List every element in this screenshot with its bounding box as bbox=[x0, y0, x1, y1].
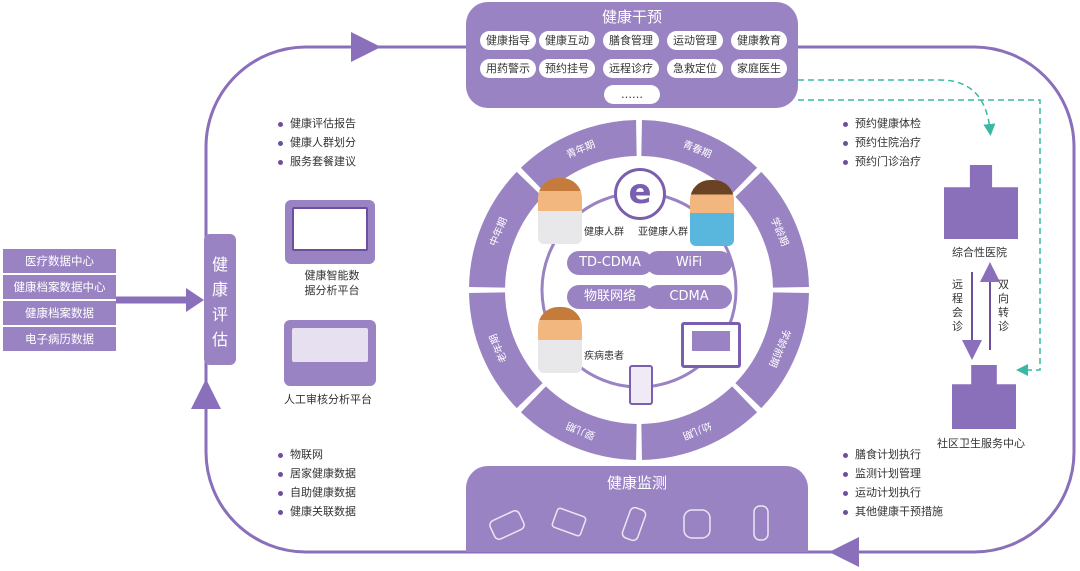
analysis-monitor-icon bbox=[285, 200, 375, 264]
ring-segment bbox=[520, 120, 637, 194]
intervention-title: 健康干预 bbox=[601, 8, 662, 26]
e-health-logo: e bbox=[614, 168, 666, 220]
data-source-item: 电子病历数据 bbox=[3, 327, 116, 351]
ring-segment bbox=[469, 292, 543, 409]
monitoring-title: 健康监测 bbox=[606, 474, 667, 492]
intervention-item: 预约挂号 bbox=[539, 59, 595, 78]
subhealthy-label: 亚健康人群 bbox=[638, 227, 688, 238]
intervention-item: 运动管理 bbox=[667, 31, 723, 50]
assessment-output-list: 健康评估报告健康人群划分服务套餐建议 bbox=[278, 114, 356, 171]
ring-segment bbox=[520, 386, 637, 460]
monitoring-source-list: 物联网居家健康数据自助健康数据健康关联数据 bbox=[278, 445, 356, 521]
patient-label: 疾病患者 bbox=[584, 351, 624, 362]
teal-dashed-arrow-2 bbox=[798, 99, 1041, 376]
community-center-label: 社区卫生服务中心 bbox=[937, 437, 1025, 450]
analysis-platform-label: 健康智能数据分析平台 bbox=[304, 269, 360, 297]
plan-execution-list: 膳食计划执行监测计划管理运动计划执行其他健康干预措施 bbox=[843, 445, 943, 521]
list-item: 预约住院治疗 bbox=[843, 133, 921, 152]
manual-platform-label: 人工审核分析平台 bbox=[284, 393, 372, 406]
intervention-item: 家庭医生 bbox=[731, 59, 787, 78]
appointment-list: 预约健康体检预约住院治疗预约门诊治疗 bbox=[843, 114, 921, 171]
teal-dashed-arrow-1 bbox=[798, 79, 996, 136]
list-item: 其他健康干预措施 bbox=[843, 502, 943, 521]
intervention-item: 健康互动 bbox=[539, 31, 595, 50]
ring-segment bbox=[735, 171, 809, 288]
list-item: 物联网 bbox=[278, 445, 356, 464]
data-source-item: 医疗数据中心 bbox=[3, 249, 116, 273]
intervention-item: 膳食管理 bbox=[603, 31, 659, 50]
intervention-item: …… bbox=[604, 85, 660, 104]
intervention-item: 健康指导 bbox=[480, 31, 536, 50]
intervention-item: 健康教育 bbox=[731, 31, 787, 50]
manual-review-icon bbox=[284, 320, 376, 386]
list-item: 预约健康体检 bbox=[843, 114, 921, 133]
list-item: 服务套餐建议 bbox=[278, 152, 356, 171]
healthy-person-icon bbox=[538, 178, 582, 244]
network-td-cdma: TD-CDMA bbox=[567, 251, 653, 275]
list-item: 健康人群划分 bbox=[278, 133, 356, 152]
list-item: 自助健康数据 bbox=[278, 483, 356, 502]
list-item: 监测计划管理 bbox=[843, 464, 943, 483]
assessment-title: 健康评估 bbox=[212, 255, 229, 349]
data-source-item: 健康档案数据 bbox=[3, 301, 116, 325]
ring-segment bbox=[641, 120, 758, 194]
healthy-label: 健康人群 bbox=[584, 227, 624, 238]
two-way-referral-label: 双向转诊 bbox=[998, 278, 1009, 333]
list-item: 膳食计划执行 bbox=[843, 445, 943, 464]
list-item: 运动计划执行 bbox=[843, 483, 943, 502]
ring-segment bbox=[469, 171, 543, 288]
mobile-icon bbox=[629, 365, 653, 405]
list-item: 健康关联数据 bbox=[278, 502, 356, 521]
patient-person-icon bbox=[538, 307, 582, 373]
intervention-item: 用药警示 bbox=[480, 59, 536, 78]
monitoring-devices-icons bbox=[489, 505, 769, 542]
intervention-item: 远程诊疗 bbox=[603, 59, 659, 78]
assessment-box: 健康评估 bbox=[204, 234, 236, 365]
data-source-item: 健康档案数据中心 bbox=[3, 275, 116, 299]
general-hospital-label: 综合性医院 bbox=[952, 246, 1007, 259]
network-wifi: WiFi bbox=[646, 251, 732, 275]
desktop-icon bbox=[681, 322, 741, 368]
intervention-item: 急救定位 bbox=[667, 59, 723, 78]
network-cdma: CDMA bbox=[646, 285, 732, 309]
list-item: 健康评估报告 bbox=[278, 114, 356, 133]
ring-segment bbox=[641, 386, 758, 460]
remote-consultation-label: 远程会诊 bbox=[952, 278, 963, 333]
monitoring-panel: 健康监测 bbox=[466, 466, 808, 552]
subhealthy-person-icon bbox=[690, 180, 734, 246]
list-item: 预约门诊治疗 bbox=[843, 152, 921, 171]
network-iot: 物联网络 bbox=[567, 285, 653, 309]
list-item: 居家健康数据 bbox=[278, 464, 356, 483]
ring-segment bbox=[735, 292, 809, 409]
